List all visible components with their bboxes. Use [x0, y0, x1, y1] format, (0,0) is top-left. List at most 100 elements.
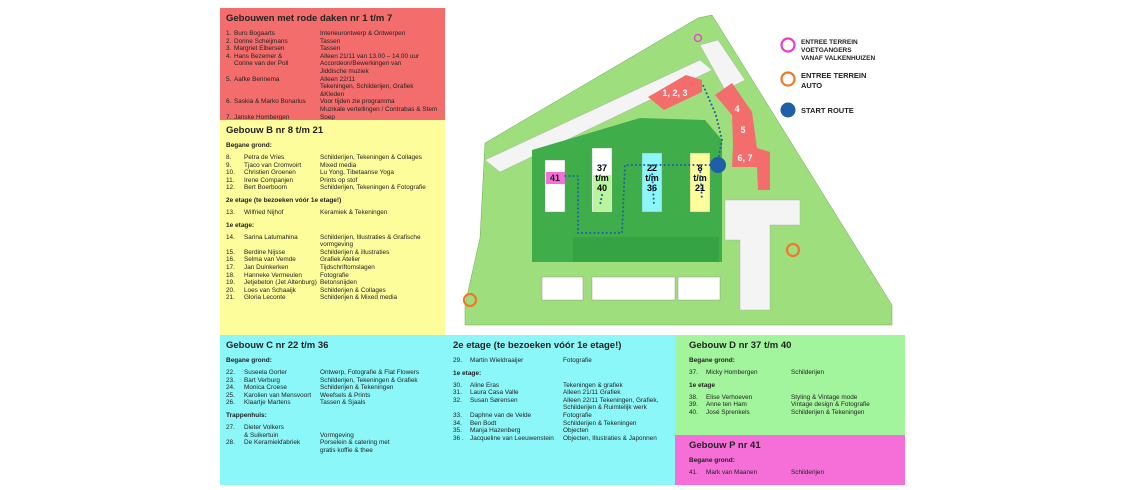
building-b — [689, 152, 711, 213]
artist-desc: Porselein & catering met gratis koffie &… — [320, 439, 390, 454]
artist-name: Dorine Scheijmans — [234, 37, 288, 45]
artist-name: Wilfried Nijhof — [244, 208, 284, 216]
artist-name: Elise Verhoeven — [706, 393, 753, 401]
artist-num: 39. — [689, 401, 698, 409]
artist-num: 7. — [226, 113, 232, 121]
label-1-2-3: 1, 2, 3 — [662, 88, 687, 98]
artist-desc: Weefsels & Prints — [320, 391, 371, 399]
artist-num: 27. — [226, 423, 235, 431]
artist-name: Christien Groenen — [244, 169, 296, 177]
artist-name: Bart Verburg — [244, 376, 280, 384]
parking-area — [724, 199, 801, 311]
pedestrian-legend-icon — [780, 37, 796, 53]
artist-desc: Schilderijen — [791, 369, 825, 376]
label-36: 36 — [647, 183, 657, 193]
artist-num: 24. — [226, 384, 235, 392]
artist-row: 23. Bart Verburg Schilderijen, Tekeningen … — [226, 377, 669, 385]
artist-num: 35. — [453, 427, 462, 435]
artist-num: 22. — [226, 369, 235, 376]
building-south-3 — [677, 276, 721, 301]
artist-desc: Tassen — [320, 37, 341, 45]
label-41: 41 — [550, 173, 560, 183]
car-entrance-marker — [785, 242, 801, 258]
artist-name: Selma van Vemde — [244, 256, 296, 264]
artist-desc: Schilderijen & Mixed media — [320, 294, 398, 302]
legend-pedestrian: VOETGANGERS — [801, 47, 852, 54]
artist-desc: Schilderijen & Tekeningen — [563, 419, 637, 427]
artist-num: 26. — [226, 399, 235, 407]
label-21: 21 — [695, 183, 705, 193]
artist-num: 14. — [226, 233, 235, 241]
road — [699, 39, 746, 91]
artist-desc: Schilderijen, Illustraties & Grafische v… — [320, 233, 421, 249]
artist-num: 23. — [226, 376, 235, 384]
artist-num: 20. — [226, 286, 235, 294]
artist-desc: Keramiek & Tekeningen — [320, 208, 388, 216]
artist-num: 15. — [226, 248, 235, 256]
artist-desc: Objecten, Illustraties & Japonnen — [563, 434, 657, 442]
building-south-2 — [591, 276, 676, 301]
artist-name: De Keramiekfabriek — [244, 439, 301, 447]
label-22: 22 — [647, 163, 657, 173]
artist-desc: Betonsnijden — [320, 279, 357, 287]
building-41-label-bg — [546, 172, 565, 184]
artist-desc: Fotografie — [320, 271, 349, 279]
site-map: 1, 2, 3 4 5 6, 7 41 37 t/m 40 22 t/m 36 … — [445, 8, 905, 335]
artist-desc: Soep — [320, 113, 335, 121]
artist-name: Berdine Nijsse — [244, 248, 286, 256]
artist-row: 28. De Keramiekfabriek Porselein & caterin… — [226, 439, 669, 454]
artist-desc: Schilderijen, Tekeningen & Grafiek — [320, 376, 418, 384]
artist-num: 5. — [226, 75, 232, 83]
legend-car: AUTO — [801, 81, 822, 90]
artist-name: Buro Bogaarts — [234, 30, 275, 37]
artist-num: 13. — [226, 208, 235, 216]
artist-name: Gloria Leconte — [244, 294, 286, 302]
start-route-marker — [710, 157, 726, 173]
artist-desc: Schilderijen & illustraties — [320, 248, 390, 256]
artist-num: 37. — [689, 369, 698, 376]
artist-desc: Alleen 22/11 Tekeningen, Grafiek, Schild… — [563, 396, 659, 412]
artist-name: Susan Sørensen — [470, 396, 518, 404]
artist-num: 8. — [226, 154, 232, 161]
artist-desc: Schilderijen — [791, 469, 825, 476]
artist-desc: Schilderijen, Tekeningen & Collages — [320, 154, 422, 161]
artist-name: Aafke Bennema — [234, 75, 280, 83]
artist-num: 38. — [689, 393, 698, 401]
section-title: Gebouw B nr 8 t/m 21 — [226, 125, 324, 136]
artist-num: 21. — [226, 294, 235, 302]
artist-desc: Interieurontwerp & Ontwerpen — [320, 30, 406, 37]
label-40: 40 — [597, 183, 607, 193]
artist-desc: Vormgeving — [320, 431, 354, 439]
artist-num: 12. — [226, 184, 235, 192]
legend-car: ENTREE TERREIN — [801, 71, 866, 80]
label-tm: t/m — [693, 173, 707, 183]
artist-num: 28. — [226, 439, 235, 447]
artist-num: 33. — [453, 411, 462, 419]
artist-row: 21. Gloria Leconte Schilderijen & Mixed me… — [226, 294, 439, 302]
label-37: 37 — [597, 163, 607, 173]
section-title: Gebouwen met rode daken nr 1 t/m 7 — [226, 13, 393, 24]
artist-num: 32. — [453, 396, 462, 404]
artist-row: 32. Susan Sørensen Alleen 22/11 Tekeningen… — [453, 397, 671, 412]
building-4-5-6-7 — [715, 83, 770, 190]
artist-name: Bert Boerboom — [244, 184, 287, 192]
artist-desc: Prints op stof — [320, 176, 358, 184]
section-title: 2e etage (te bezoeken vóór 1e etage!) — [453, 340, 622, 351]
artist-desc: Schilderijen & Collages — [320, 286, 386, 294]
artist-num: 40. — [689, 408, 698, 416]
courtyard — [532, 118, 722, 262]
